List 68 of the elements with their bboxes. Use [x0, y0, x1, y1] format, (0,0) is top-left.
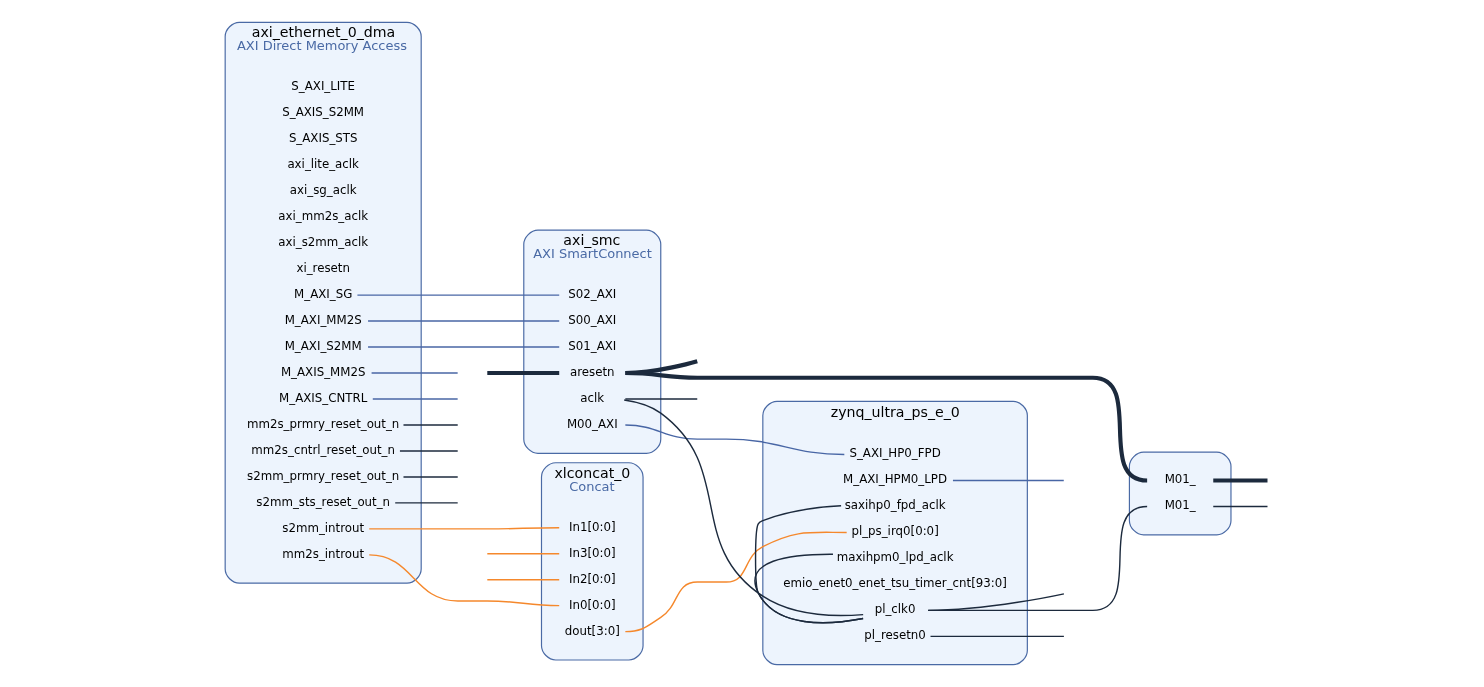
node-text: s2mm_introut: [281, 520, 364, 535]
node-text: axi_s2mm_aclk: [277, 235, 368, 250]
connector: [926, 593, 1065, 612]
node-text: emio_enet0_enet_tsu_timer_cnt[93:0]: [782, 576, 1007, 591]
node-text: mm2s_prmry_reset_out_n: [246, 416, 399, 431]
node-text: xi_resetn: [295, 261, 350, 276]
node-text: axi_sg_aclk: [289, 183, 357, 198]
connector: [486, 553, 560, 555]
node-text: axi_mm2s_aclk: [277, 209, 368, 224]
node-text: In2[0:0]: [568, 571, 616, 586]
connector: [366, 320, 560, 322]
connector: [624, 359, 698, 376]
connector: [371, 398, 458, 400]
node-text: aresetn: [569, 364, 615, 379]
node-text: M01_: [1164, 498, 1196, 513]
node-text: maxihpm0_lpd_aclk: [836, 550, 953, 565]
node-text: mm2s_introut: [281, 546, 364, 561]
node-text: pl_clk0: [874, 602, 915, 617]
node-text: S_AXIS_S2MM: [281, 105, 364, 120]
node-text: S_AXI_LITE: [290, 79, 355, 94]
node-text: mm2s_cntrl_reset_out_n: [250, 442, 395, 457]
connector: [624, 424, 845, 456]
connector: [926, 505, 1148, 612]
connector: [624, 398, 698, 400]
node-text: In1[0:0]: [568, 519, 616, 534]
node-text: In3[0:0]: [568, 545, 616, 560]
node-text: axi_lite_aclk: [286, 157, 359, 172]
node-text: M_AXI_HPM0_LPD: [842, 472, 947, 487]
connector: [394, 502, 458, 504]
connector: [1212, 505, 1268, 508]
connector: [370, 372, 458, 374]
connector: [398, 450, 458, 452]
node-text: s2mm_prmry_reset_out_n: [246, 468, 399, 483]
cluster: [1128, 451, 1232, 536]
connector: [368, 554, 560, 607]
node-text: s2mm_sts_reset_out_n: [255, 494, 390, 509]
node-text: M_AXI_MM2S: [284, 313, 362, 328]
connector: [622, 399, 864, 617]
node-text: S02_AXI: [567, 287, 616, 302]
connector: [486, 578, 560, 581]
connector: [356, 294, 560, 296]
node-text: S01_AXI: [567, 338, 616, 353]
connector: [402, 424, 458, 426]
node-text: pl_ps_irq0[0:0]: [850, 524, 939, 539]
node-text: S_AXIS_STS: [288, 131, 357, 146]
connector: [368, 527, 560, 530]
connector: [929, 635, 1065, 638]
node-text: S00_AXI: [567, 313, 616, 328]
node-text: M00_AXI: [566, 416, 618, 431]
connector: [951, 479, 1064, 482]
node-text: M_AXIS_MM2S: [280, 364, 365, 379]
node-text: M_AXI_S2MM: [284, 338, 362, 353]
connector: [486, 370, 559, 376]
node-text: In0[0:0]: [568, 597, 616, 612]
node-text: saxihp0_fpd_aclk: [844, 498, 946, 513]
connector: [402, 476, 458, 478]
connector: [366, 346, 560, 348]
connector: [624, 370, 1147, 483]
node-text: M01_: [1164, 472, 1196, 487]
node-text: M_AXI_SG: [293, 287, 352, 302]
node-text: aclk: [579, 390, 604, 405]
node-text: pl_resetn0: [863, 628, 926, 643]
connector: [1212, 478, 1267, 483]
node-text: dout[3:0]: [564, 623, 620, 638]
node-text: S_AXI_HP0_FPD: [848, 446, 941, 461]
node-text: M_AXIS_CNTRL: [278, 390, 367, 405]
connector: [624, 531, 847, 633]
connector: [754, 505, 864, 624]
